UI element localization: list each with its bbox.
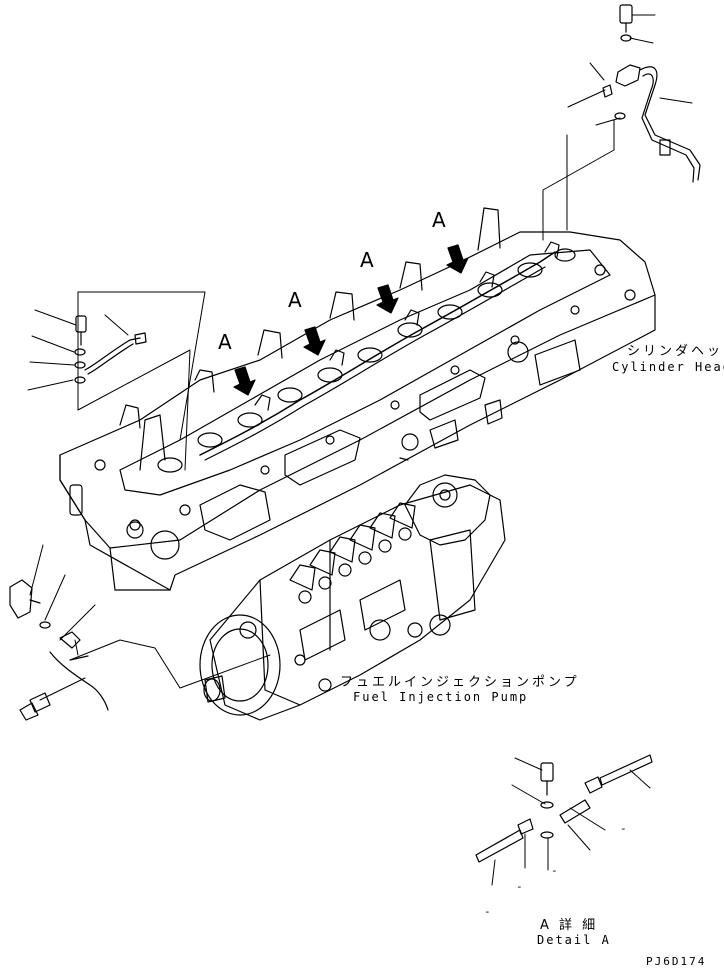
left-pipe-group	[74, 315, 147, 384]
leader-lines-top	[542, 14, 693, 241]
detail-label-en: Detail A	[537, 933, 611, 947]
marker-a-4: A	[432, 208, 446, 232]
dash-mark-4: -	[484, 905, 491, 918]
marker-a-2: A	[288, 288, 302, 312]
dash-mark-1: -	[620, 822, 627, 835]
return-pipe-assembly	[602, 4, 701, 183]
detail-arrows	[233, 244, 469, 396]
dash-mark-3: -	[516, 880, 523, 893]
cylinder-head-label-en: Cylinder Head	[612, 360, 724, 374]
dash-mark-2: -	[551, 864, 558, 877]
marker-a-3: A	[360, 248, 374, 272]
cylinder-head-label-jp: シリンダヘッド	[627, 344, 724, 359]
leader-lines-pump	[29, 544, 271, 701]
cylinder-head	[59, 207, 656, 591]
marker-a-1: A	[218, 330, 232, 354]
fuel-injection-pump	[199, 474, 506, 721]
drawing-number: PJ6D174	[646, 955, 707, 968]
fuel-rail-inner	[204, 266, 546, 461]
leader-lines-left	[27, 291, 206, 471]
pump-label-jp: フュエルインジェクションポンプ	[340, 675, 580, 690]
detail-label-jp: A 詳 細	[540, 918, 599, 933]
fuel-rail	[199, 251, 556, 456]
pump-fittings	[9, 579, 109, 721]
detail-a	[475, 754, 653, 863]
pump-label-en: Fuel Injection Pump	[353, 690, 529, 704]
leader-lines-detail	[491, 757, 651, 886]
